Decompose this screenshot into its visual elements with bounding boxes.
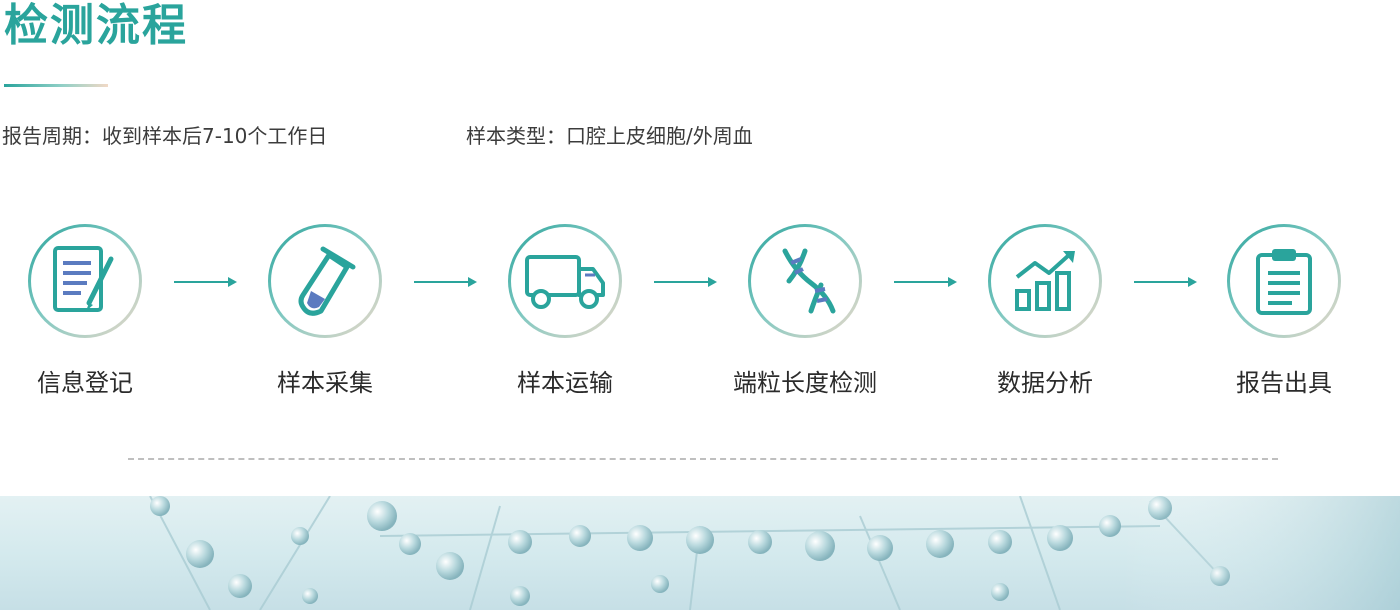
step-sample-collection: 样本采集 xyxy=(245,224,405,398)
step-label: 样本采集 xyxy=(277,369,373,397)
step-icon-ring xyxy=(988,224,1102,338)
document-pen-icon xyxy=(53,246,114,312)
step-label: 报告出具 xyxy=(1236,369,1332,397)
arrow-right-icon xyxy=(174,277,237,287)
step-telomere-detection: 端粒长度检测 xyxy=(725,224,885,398)
molecule-image xyxy=(0,496,1400,610)
page-title: 检测流程 xyxy=(4,0,188,51)
step-label: 样本运输 xyxy=(517,369,613,397)
truck-icon xyxy=(525,255,605,309)
step-sample-transport: 样本运输 xyxy=(485,224,645,398)
step-icon-ring xyxy=(748,224,862,338)
arrow-right-icon xyxy=(894,277,957,287)
clipboard-icon xyxy=(1256,249,1312,315)
test-tube-icon xyxy=(298,246,356,316)
dna-molecule-banner xyxy=(0,496,1400,610)
step-label: 信息登记 xyxy=(37,369,133,397)
step-icon-ring xyxy=(1227,224,1341,338)
report-period-text: 报告周期：收到样本后7-10个工作日 xyxy=(2,124,328,148)
step-report-issuance: 报告出具 xyxy=(1204,224,1364,398)
arrow-right-icon xyxy=(414,277,477,287)
dashed-divider xyxy=(128,458,1278,460)
title-underline xyxy=(4,84,108,87)
step-icon-ring xyxy=(268,224,382,338)
bar-chart-trend-icon xyxy=(1015,251,1075,311)
step-label: 端粒长度检测 xyxy=(733,369,877,397)
step-icon-ring xyxy=(508,224,622,338)
step-label: 数据分析 xyxy=(997,369,1093,397)
step-icon-ring xyxy=(28,224,142,338)
step-info-registration: 信息登记 xyxy=(5,224,165,398)
dna-icon xyxy=(782,248,836,314)
arrow-right-icon xyxy=(654,277,717,287)
sample-type-text: 样本类型：口腔上皮细胞/外周血 xyxy=(466,124,753,148)
arrow-right-icon xyxy=(1134,277,1197,287)
step-data-analysis: 数据分析 xyxy=(965,224,1125,398)
